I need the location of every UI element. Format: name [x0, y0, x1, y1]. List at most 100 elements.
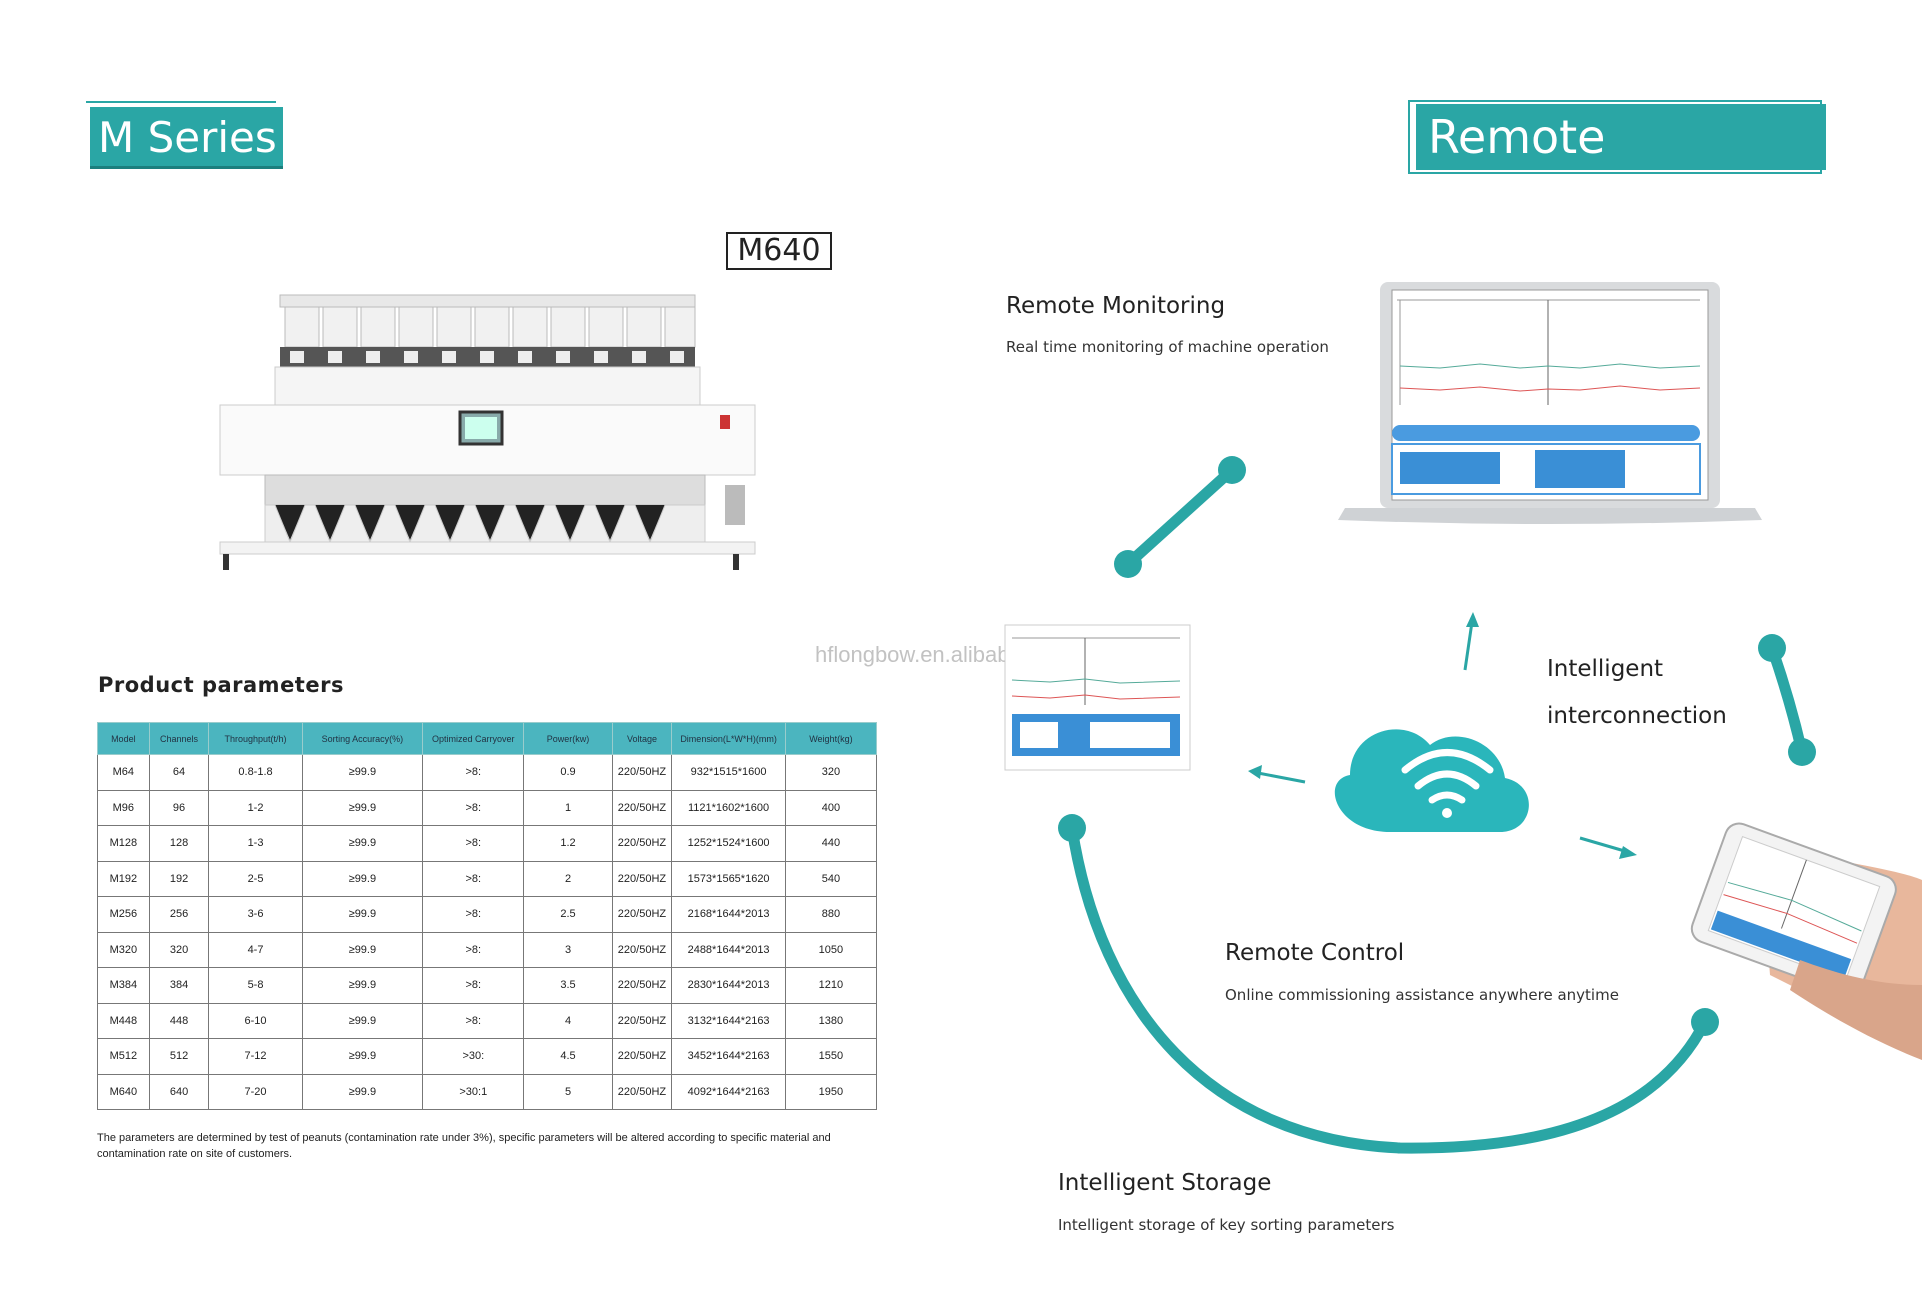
remote-control-subtitle: Online commissioning assistance anywhere…	[1225, 986, 1619, 1004]
interconnection-line1: Intelligent	[1547, 656, 1664, 682]
table-cell: 1-3	[208, 825, 303, 862]
params-title: Product parameters	[98, 673, 344, 697]
table-cell: 1210	[784, 967, 878, 1004]
remote-monitoring-title: Remote Monitoring	[1006, 293, 1226, 319]
table-cell: 2-5	[208, 860, 303, 897]
table-cell: 6-10	[208, 1002, 303, 1039]
table-cell: 1121*1602*1600	[671, 789, 786, 826]
connector-bar-left	[1114, 456, 1246, 578]
table-cell: 3.5	[523, 967, 613, 1004]
table-cell: 1550	[784, 1038, 878, 1075]
table-cell: 220/50HZ	[611, 860, 673, 897]
table-cell: 220/50HZ	[611, 896, 673, 933]
table-cell: 1950	[784, 1073, 878, 1110]
arrow-left-icon	[1248, 765, 1306, 784]
table-cell: 7-12	[208, 1038, 303, 1075]
table-cell: 384	[148, 967, 210, 1004]
col-header: Power(kw)	[523, 722, 613, 755]
phone-in-hand-image	[1690, 822, 1922, 1060]
interconnection-line2: interconnection	[1547, 703, 1727, 729]
arrow-right-icon	[1579, 836, 1637, 859]
table-cell: 1-2	[208, 789, 303, 826]
table-cell: ≥99.9	[301, 896, 424, 933]
table-cell: >8:	[422, 860, 525, 897]
table-cell: 192	[148, 860, 210, 897]
table-cell: 512	[148, 1038, 210, 1075]
storage-arc	[1058, 814, 1719, 1154]
table-cell: 932*1515*1600	[671, 754, 786, 791]
table-cell: 1.2	[523, 825, 613, 862]
table-cell: 3	[523, 931, 613, 968]
table-cell: >8:	[422, 789, 525, 826]
connector-bar-right	[1758, 634, 1816, 766]
product-parameters-table: Model Channels Throughput(t/h) Sorting A…	[97, 722, 878, 1110]
table-cell: 448	[148, 1002, 210, 1039]
table-cell: >8:	[422, 967, 525, 1004]
table-cell: 7-20	[208, 1073, 303, 1110]
table-cell: 2168*1644*2013	[671, 896, 786, 933]
table-cell: 220/50HZ	[611, 1073, 673, 1110]
table-cell: 220/50HZ	[611, 789, 673, 826]
table-cell: 3-6	[208, 896, 303, 933]
col-header: Model	[97, 722, 150, 755]
table-cell: 4092*1644*2163	[671, 1073, 786, 1110]
table-cell: ≥99.9	[301, 931, 424, 968]
table-cell: 4.5	[523, 1038, 613, 1075]
intelligent-storage-subtitle: Intelligent storage of key sorting param…	[1058, 1216, 1395, 1234]
col-header: Throughput(t/h)	[208, 722, 303, 755]
table-cell: 5	[523, 1073, 613, 1110]
wifi-cloud-icon	[1334, 729, 1529, 832]
table-cell: >8:	[422, 1002, 525, 1039]
table-cell: >8:	[422, 754, 525, 791]
remote-control-title: Remote Control	[1225, 940, 1405, 966]
col-header: Optimized Carryover	[422, 722, 525, 755]
col-header: Weight(kg)	[784, 722, 878, 755]
table-cell: M64	[97, 754, 150, 791]
table-cell: 4-7	[208, 931, 303, 968]
table-cell: 220/50HZ	[611, 931, 673, 968]
table-cell: ≥99.9	[301, 1073, 424, 1110]
table-cell: 1252*1524*1600	[671, 825, 786, 862]
table-header-row: Model Channels Throughput(t/h) Sorting A…	[97, 722, 878, 755]
table-cell: 540	[784, 860, 878, 897]
table-cell: 220/50HZ	[611, 1038, 673, 1075]
table-cell: >30:1	[422, 1073, 525, 1110]
table-cell: M96	[97, 789, 150, 826]
color-sorter-machine-image	[219, 294, 756, 570]
col-header: Voltage	[611, 722, 673, 755]
table-cell: 880	[784, 896, 878, 933]
intelligent-storage-title: Intelligent Storage	[1058, 1170, 1272, 1196]
monitor-screenshot-image	[1004, 624, 1191, 771]
table-cell: 3132*1644*2163	[671, 1002, 786, 1039]
table-cell: 0.8-1.8	[208, 754, 303, 791]
series-badge: M Series	[86, 101, 283, 169]
table-cell: 3452*1644*2163	[671, 1038, 786, 1075]
table-cell: >8:	[422, 931, 525, 968]
table-cell: 220/50HZ	[611, 1002, 673, 1039]
table-cell: >8:	[422, 896, 525, 933]
col-header: Channels	[148, 722, 210, 755]
laptop-monitor-image	[1338, 282, 1762, 524]
table-cell: ≥99.9	[301, 1002, 424, 1039]
table-cell: ≥99.9	[301, 754, 424, 791]
arrow-up-icon	[1463, 612, 1479, 671]
table-cell: M640	[97, 1073, 150, 1110]
table-cell: 128	[148, 825, 210, 862]
model-tag: M640	[726, 232, 832, 270]
table-cell: ≥99.9	[301, 825, 424, 862]
remote-monitoring-subtitle: Real time monitoring of machine operatio…	[1006, 338, 1329, 356]
params-note: The parameters are determined by test of…	[97, 1132, 831, 1160]
table-cell: 1573*1565*1620	[671, 860, 786, 897]
table-cell: 1050	[784, 931, 878, 968]
col-header: Sorting Accuracy(%)	[301, 722, 424, 755]
table-cell: ≥99.9	[301, 1038, 424, 1075]
